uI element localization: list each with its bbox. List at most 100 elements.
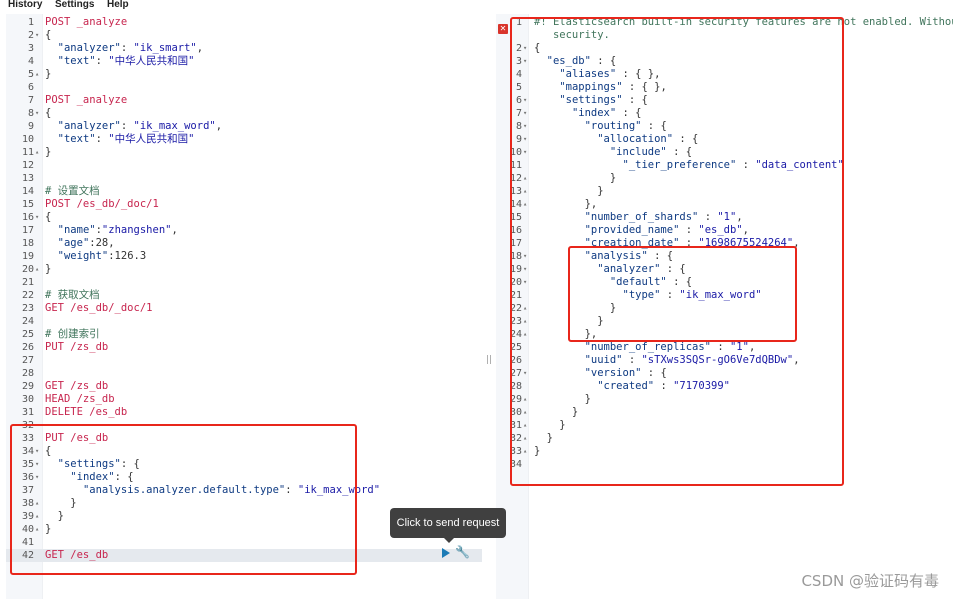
code-line[interactable]: 14▴ }, [496,198,953,211]
code-line[interactable]: 1#! Elasticsearch built-in security feat… [496,16,953,29]
code-line[interactable]: 6▾ "settings" : { [496,94,953,107]
fold-arrow-icon[interactable]: ▴ [35,70,40,78]
code-line[interactable]: 13 [6,172,488,185]
fold-arrow-icon[interactable]: ▾ [35,31,40,39]
code-line[interactable]: 9▾ "allocation" : { [496,133,953,146]
code-line[interactable]: 35▾ "settings": { [6,458,488,471]
code-line[interactable]: 25# 创建索引 [6,328,488,341]
menu-history[interactable]: History [8,0,43,10]
fold-arrow-icon[interactable]: ▴ [523,330,528,338]
code-line[interactable]: 12 [6,159,488,172]
fold-arrow-icon[interactable]: ▴ [35,525,40,533]
code-line[interactable]: 15 "number_of_shards" : "1", [496,211,953,224]
code-line[interactable]: 25 "number_of_replicas" : "1", [496,341,953,354]
code-line[interactable]: 32 [6,419,488,432]
fold-arrow-icon[interactable]: ▴ [35,148,40,156]
code-line[interactable]: 18▾ "analysis" : { [496,250,953,263]
code-line[interactable]: 40▴} [6,523,488,536]
code-line[interactable]: 9 "analyzer": "ik_max_word", [6,120,488,133]
code-line[interactable]: 32▴ } [496,432,953,445]
code-line[interactable]: 20▴} [6,263,488,276]
code-line[interactable]: 27 [6,354,488,367]
fold-arrow-icon[interactable]: ▴ [523,408,528,416]
fold-arrow-icon[interactable]: ▾ [523,148,528,156]
code-line[interactable]: 26 "uuid" : "sTXws3SQSr-gO6Ve7dQBDw", [496,354,953,367]
fold-arrow-icon[interactable]: ▴ [523,174,528,182]
fold-arrow-icon[interactable]: ▴ [523,434,528,442]
code-line[interactable]: 7▾ "index" : { [496,107,953,120]
fold-arrow-icon[interactable]: ▴ [523,317,528,325]
fold-arrow-icon[interactable]: ▾ [523,369,528,377]
fold-arrow-icon[interactable]: ▾ [35,447,40,455]
fold-arrow-icon[interactable]: ▴ [523,200,528,208]
fold-arrow-icon[interactable]: ▾ [35,109,40,117]
code-line[interactable]: security. [496,29,953,42]
code-line[interactable]: 18 "age":28, [6,237,488,250]
fold-arrow-icon[interactable]: ▴ [523,304,528,312]
code-line[interactable]: 4 "text": "中华人民共和国" [6,55,488,68]
code-line[interactable]: 39▴ } [6,510,488,523]
code-line[interactable]: 20▾ "default" : { [496,276,953,289]
code-line[interactable]: 28 "created" : "7170399" [496,380,953,393]
code-line[interactable]: 19▾ "analyzer" : { [496,263,953,276]
fold-arrow-icon[interactable]: ▾ [523,109,528,117]
code-line[interactable]: 8▾ "routing" : { [496,120,953,133]
code-line[interactable]: 14# 设置文档 [6,185,488,198]
fold-arrow-icon[interactable]: ▾ [523,122,528,130]
fold-arrow-icon[interactable]: ▾ [523,57,528,65]
code-line[interactable]: 34 [496,458,953,471]
code-line[interactable]: 12▴ } [496,172,953,185]
code-line[interactable]: 6 [6,81,488,94]
code-line[interactable]: 8▾{ [6,107,488,120]
fold-arrow-icon[interactable]: ▾ [523,265,528,273]
code-line[interactable]: 5▴} [6,68,488,81]
code-line[interactable]: 27▾ "version" : { [496,367,953,380]
code-line[interactable]: 21 [6,276,488,289]
code-line[interactable]: 10 "text": "中华人民共和国" [6,133,488,146]
code-line[interactable]: 16 "provided_name" : "es_db", [496,224,953,237]
code-line[interactable]: 16▾{ [6,211,488,224]
code-line[interactable]: 41 [6,536,488,549]
code-line[interactable]: 24 [6,315,488,328]
code-line[interactable]: 22▴ } [496,302,953,315]
error-icon[interactable]: ✕ [498,24,508,34]
code-line[interactable]: 24▴ }, [496,328,953,341]
fold-arrow-icon[interactable]: ▾ [35,460,40,468]
fold-arrow-icon[interactable]: ▾ [35,213,40,221]
code-line[interactable]: 19 "weight":126.3 [6,250,488,263]
code-line[interactable]: 21 "type" : "ik_max_word" [496,289,953,302]
fold-arrow-icon[interactable]: ▴ [523,395,528,403]
code-line[interactable]: 38▴ } [6,497,488,510]
fold-arrow-icon[interactable]: ▴ [523,447,528,455]
code-line[interactable]: 34▾{ [6,445,488,458]
code-line[interactable]: 22# 获取文档 [6,289,488,302]
pane-resize-handle[interactable]: || [486,355,493,365]
code-line[interactable]: 5 "mappings" : { }, [496,81,953,94]
code-line[interactable]: 28 [6,367,488,380]
play-icon[interactable] [442,548,450,558]
fold-arrow-icon[interactable]: ▾ [523,135,528,143]
code-line[interactable]: 30▴ } [496,406,953,419]
fold-arrow-icon[interactable]: ▾ [523,44,528,52]
fold-arrow-icon[interactable]: ▾ [523,252,528,260]
fold-arrow-icon[interactable]: ▾ [523,278,528,286]
wrench-icon[interactable]: 🔧 [455,545,470,559]
fold-arrow-icon[interactable]: ▴ [35,499,40,507]
code-line[interactable]: 29▴ } [496,393,953,406]
code-line[interactable]: 17 "creation_date" : "1698675524264", [496,237,953,250]
code-line[interactable]: 31▴ } [496,419,953,432]
fold-arrow-icon[interactable]: ▴ [523,187,528,195]
fold-arrow-icon[interactable]: ▴ [35,512,40,520]
code-line[interactable]: 4 "aliases" : { }, [496,68,953,81]
code-line[interactable]: 17 "name":"zhangshen", [6,224,488,237]
fold-arrow-icon[interactable]: ▾ [523,96,528,104]
